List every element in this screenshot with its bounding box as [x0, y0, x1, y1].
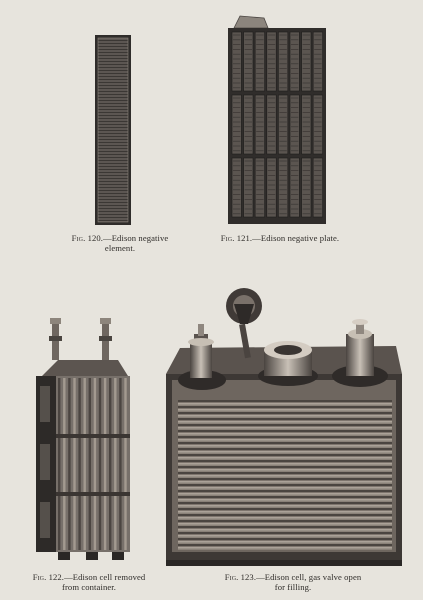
- fig-121-caption-line1: —Edison negative plate.: [252, 233, 340, 243]
- fig-123-number: Fig. 123.: [224, 572, 257, 582]
- fig-120-caption-line1: —Edison negative: [103, 233, 169, 243]
- plate-pocket-grid: [231, 31, 323, 218]
- fig-121-number: Fig. 121.: [220, 233, 253, 243]
- fig-121-image: [224, 14, 328, 226]
- fig-120-number: Fig. 120.: [71, 233, 104, 243]
- fig-120-caption: Fig. 120.—Edison negative element.: [50, 233, 190, 253]
- fig-123-caption-line2: for filling.: [274, 582, 312, 592]
- gas-valve-cap: [226, 288, 262, 359]
- fig-122-caption-line2: from container.: [62, 582, 116, 592]
- fig-121-caption: Fig. 121.—Edison negative plate.: [205, 233, 355, 243]
- fig-120-caption-line2: element.: [104, 243, 136, 253]
- fig-122-caption: Fig. 122.—Edison cell removed from conta…: [14, 572, 164, 592]
- fig-123-caption: Fig. 123.—Edison cell, gas valve open fo…: [198, 572, 388, 592]
- fig-123-caption-line1: —Edison cell, gas valve open: [256, 572, 362, 582]
- cell-plate-stack: [56, 378, 130, 550]
- fig-122-caption-line1: —Edison cell removed: [64, 572, 146, 582]
- fig-122-image: [28, 316, 138, 566]
- fig-123-image: [160, 268, 406, 568]
- fig-122-number: Fig. 122.: [32, 572, 65, 582]
- fig-120-image: [94, 34, 132, 226]
